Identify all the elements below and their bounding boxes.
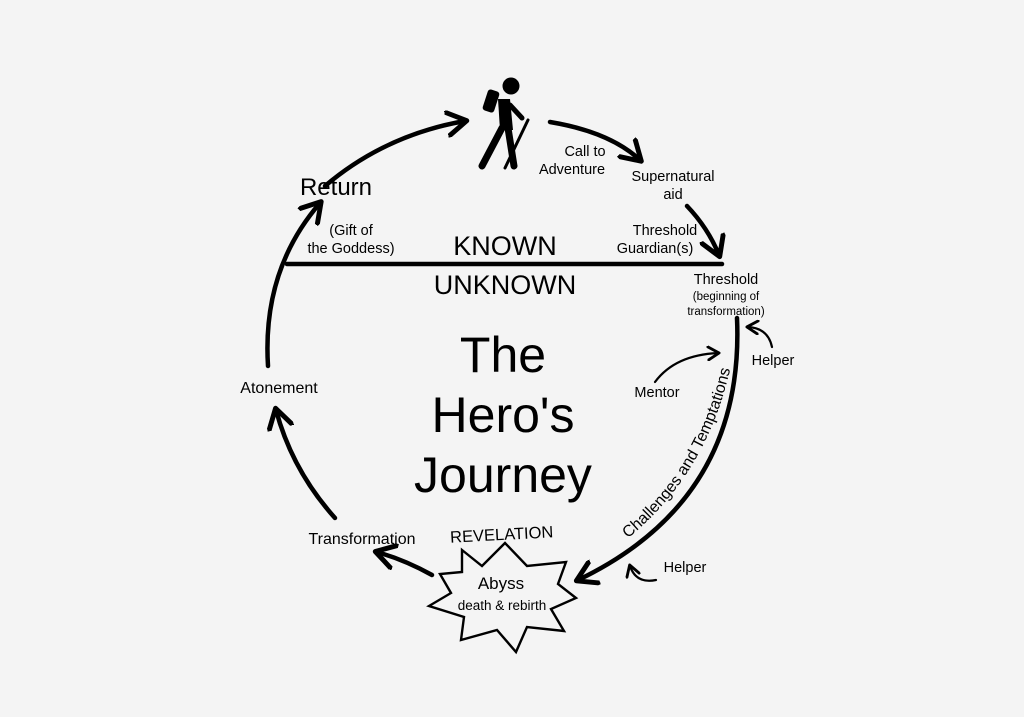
supernatural-aid-line-1: Supernatural xyxy=(631,169,714,185)
arrow-aid-to-threshold xyxy=(684,203,719,255)
arrow-hero-to-aid xyxy=(547,119,640,160)
helper-top-label: Helper xyxy=(752,353,795,369)
arrow-return-to-hero xyxy=(322,121,465,189)
known-label: KNOWN xyxy=(453,231,557,261)
arrow-mentor xyxy=(653,353,718,384)
arrow-transformation-to-atonement xyxy=(276,410,338,521)
arrow-abyss-to-transformation xyxy=(377,552,435,578)
threshold-line-1: Threshold xyxy=(694,272,758,288)
call-to-adventure-line-1: Call to xyxy=(564,144,605,160)
gift-line-1: (Gift of xyxy=(329,223,373,239)
abyss-starburst xyxy=(426,541,579,655)
revelation-label: REVELATION xyxy=(450,523,554,546)
helper-bottom-label: Helper xyxy=(664,560,707,576)
return-label: Return xyxy=(300,174,372,201)
transformation-label: Transformation xyxy=(309,531,416,548)
mentor-label: Mentor xyxy=(634,385,679,401)
gift-line-2: the Goddess) xyxy=(307,241,394,257)
title-line-3: Journey xyxy=(414,447,592,503)
supernatural-aid-line-2: aid xyxy=(663,187,682,203)
arrow-threshold-to-abyss xyxy=(578,315,740,580)
abyss-title: Abyss xyxy=(478,574,524,593)
title-line-2: Hero's xyxy=(432,387,575,443)
threshold-line-2: (beginning of xyxy=(693,291,760,303)
abyss-subtitle: death & rebirth xyxy=(458,598,547,613)
arrow-atonement-to-return xyxy=(265,203,320,369)
call-to-adventure-line-2: Adventure xyxy=(539,162,605,178)
arrow-helper-bottom xyxy=(630,566,658,582)
unknown-label: UNKNOWN xyxy=(434,270,577,300)
threshold-guardians-line-1: Threshold xyxy=(633,223,697,239)
hiker-icon xyxy=(478,77,530,170)
threshold-line-3: transformation) xyxy=(687,306,765,318)
title-line-1: The xyxy=(460,327,546,383)
atonement-label: Atonement xyxy=(240,380,318,397)
arrow-helper-top xyxy=(748,327,774,349)
threshold-guardians-line-2: Guardian(s) xyxy=(617,241,694,257)
